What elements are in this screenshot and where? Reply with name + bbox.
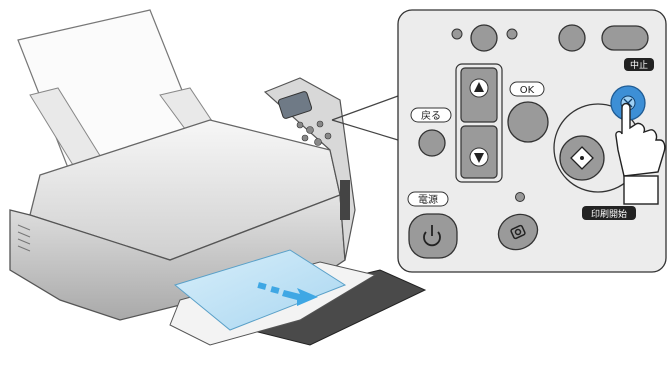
top-button-2[interactable] [559,25,585,51]
ok-label: OK [520,85,535,96]
indicator-light-1 [452,29,462,39]
start-label: 印刷開始 [591,208,627,220]
power-button[interactable] [409,214,457,258]
stop-label: 中止 [630,59,648,71]
indicator-light-2 [507,29,517,39]
control-panel-callout: 中止 OK 戻る 印刷開始 [398,10,666,272]
side-slot [340,180,350,220]
start-diamond-dot [580,156,584,160]
printer [10,10,425,345]
top-button-1[interactable] [471,25,497,51]
back-label: 戻る [421,109,441,122]
back-button[interactable] [419,130,445,156]
top-button-3[interactable] [602,26,648,50]
indicator-light-3 [516,193,525,202]
power-label: 電源 [418,193,438,206]
ok-button[interactable] [508,102,548,142]
